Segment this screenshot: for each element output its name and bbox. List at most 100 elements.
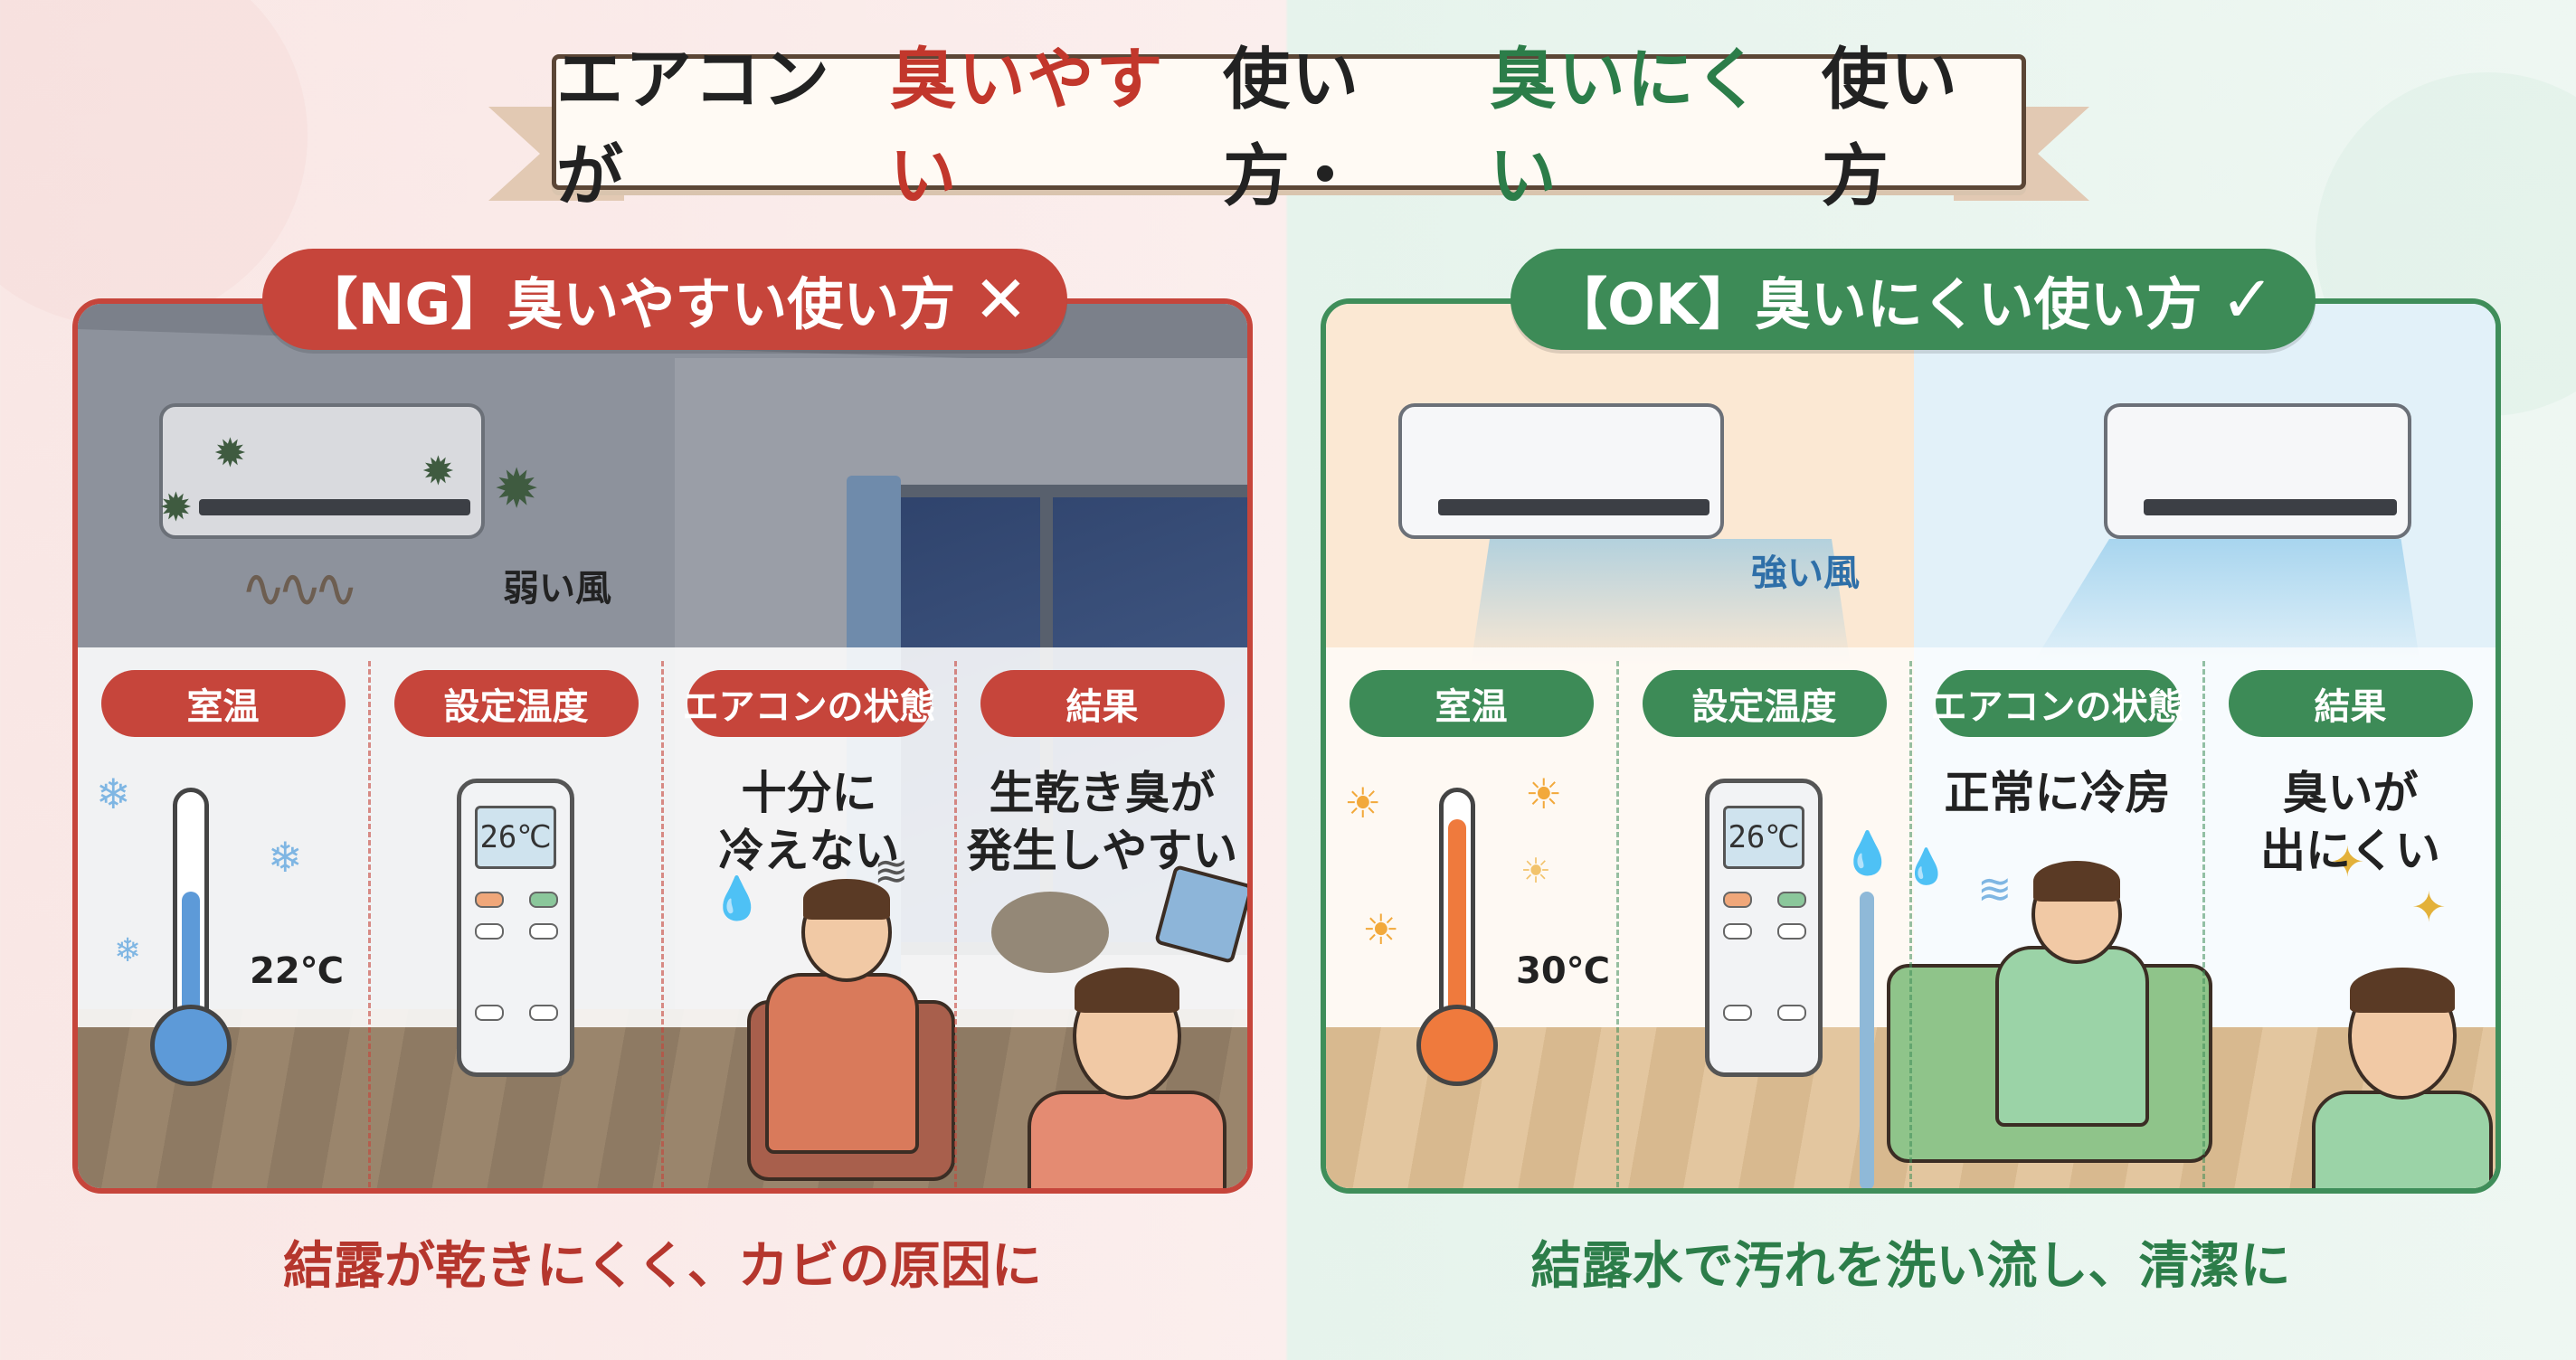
ok-info-columns: 室温 ☀ ☀ ☀ ☀ 30℃ 設定温度 26℃ エアコンの状	[1326, 661, 2496, 1188]
column-header: 室温	[100, 670, 346, 737]
ac-state-column: エアコンの状態 十分に 冷えない	[664, 661, 957, 1188]
strong-wind-icon	[2031, 539, 2420, 666]
ok-tag-label: 【OK】臭いにくい使い方	[1551, 271, 2202, 337]
thermometer-tube	[173, 788, 209, 1032]
title-part: 使い方・	[1223, 41, 1360, 215]
thermometer-fill	[182, 892, 200, 1027]
dirty-air-conditioner	[159, 403, 485, 539]
title-part: 使い方	[1821, 41, 1959, 215]
snowflake-icon: ❄	[96, 770, 131, 818]
column-header: エアコンの状態	[1931, 670, 2184, 737]
remote-button	[475, 1005, 504, 1021]
title-ng-highlight: 臭いやすい	[889, 41, 1165, 215]
mold-icon: ✹	[159, 485, 193, 531]
sun-icon: ☀	[1520, 851, 1552, 891]
person-hair	[2350, 968, 2455, 1013]
remote-button	[1777, 892, 1806, 908]
remote-button	[1777, 923, 1806, 940]
remote-control-icon: 26℃	[1705, 779, 1823, 1077]
sweat-icon: 💧	[711, 874, 763, 922]
cool-breeze-icon: ≋	[1977, 864, 2012, 913]
thermometer-bulb	[150, 1005, 232, 1086]
column-header: エアコンの状態	[683, 670, 936, 737]
thermometer-bulb	[1416, 1005, 1498, 1086]
column-header: 設定温度	[393, 670, 639, 737]
check-icon: ✓	[2220, 261, 2275, 337]
remote-button	[1723, 892, 1752, 908]
background-circle	[0, 0, 308, 326]
remote-button	[475, 923, 504, 940]
remote-button	[475, 892, 504, 908]
set-temp-column: 設定温度 26℃	[371, 661, 664, 1188]
hot-thermometer-icon	[1416, 788, 1498, 1095]
remote-button	[1777, 1005, 1806, 1021]
sparkle-icon: ✦	[2411, 883, 2447, 931]
ok-tag: 【OK】臭いにくい使い方 ✓	[1511, 249, 2316, 350]
air-conditioner	[1398, 403, 1724, 539]
mold-icon: ✹	[494, 458, 540, 521]
column-header: 結果	[980, 670, 1225, 737]
room-temp-value: 22℃	[250, 950, 345, 992]
remote-button	[1723, 1005, 1752, 1021]
title-banner: エアコンが 臭いやすい 使い方・ 臭いにくい 使い方	[488, 41, 2089, 215]
ng-panel: ✹ ✹ ✹ ✹ ∿∿∿ 弱い風 💧 ≋ 室温 ❄	[72, 298, 1253, 1194]
ng-tag-label: 【NG】臭いやすい使い方	[301, 271, 956, 337]
ac-state-text: 十分に 冷えない	[718, 767, 900, 877]
ac-state-text: 正常に冷房	[1944, 767, 2171, 819]
cross-icon: ✕	[973, 261, 1028, 337]
heat-waves-icon: ≋	[874, 846, 909, 895]
ac-vent	[1438, 499, 1709, 515]
ok-caption: 結露水で汚れを洗い流し、清潔に	[1530, 1237, 2291, 1296]
set-temp-column: 設定温度 26℃	[1619, 661, 1912, 1188]
sparkle-icon: ✦	[2330, 837, 2365, 886]
result-column: 結果 臭いが 出にくい	[2205, 661, 2496, 1188]
sun-icon: ☀	[1525, 770, 1563, 818]
odor-cloud-icon	[991, 892, 1109, 973]
remote-button	[529, 1005, 558, 1021]
room-temp-column: 室温 ☀ ☀ ☀ ☀ 30℃	[1326, 661, 1619, 1188]
person-body	[2312, 1091, 2493, 1188]
room-temp-column: 室温 ❄ ❄ ❄ 22℃	[78, 661, 371, 1188]
cold-thermometer-icon	[150, 788, 232, 1095]
remote-button	[529, 892, 558, 908]
ng-caption: 結露が乾きにくく、カビの原因に	[283, 1237, 1042, 1296]
sun-icon: ☀	[1362, 905, 1400, 954]
thermometer-tube	[1439, 788, 1475, 1032]
result-text: 生乾き臭が 発生しやすい	[966, 767, 1238, 877]
page-title: エアコンが 臭いやすい 使い方・ 臭いにくい 使い方	[552, 41, 2026, 215]
snowflake-icon: ❄	[268, 833, 303, 882]
column-header: 室温	[1349, 670, 1594, 737]
ac-vent	[199, 499, 470, 515]
snowflake-icon: ❄	[114, 932, 142, 969]
result-text: 臭いが 出にくい	[2260, 767, 2440, 877]
column-header: 設定温度	[1642, 670, 1887, 737]
weak-wind-icon: ∿∿∿	[241, 557, 359, 620]
title-ok-highlight: 臭いにくい	[1489, 41, 1764, 215]
ng-tag: 【NG】臭いやすい使い方 ✕	[262, 249, 1067, 350]
column-header: 結果	[2228, 670, 2473, 737]
remote-display: 26℃	[475, 806, 556, 869]
result-column: 結果 生乾き臭が 発生しやすい	[957, 661, 1247, 1188]
remote-button	[1723, 923, 1752, 940]
person-hair	[803, 879, 890, 920]
ac-vent	[2144, 499, 2397, 515]
person-hair	[2033, 861, 2120, 902]
title-part: エアコンが	[556, 41, 831, 215]
sun-icon: ☀	[1344, 779, 1382, 827]
ng-info-columns: 室温 ❄ ❄ ❄ 22℃ 設定温度 26℃ エアコンの状態	[78, 661, 1247, 1188]
ac-state-column: エアコンの状態 正常に冷房	[1912, 661, 2205, 1188]
air-conditioner	[2104, 403, 2411, 539]
room-temp-value: 30℃	[1516, 950, 1611, 992]
thermometer-fill	[1448, 819, 1466, 1027]
wind-label: 強い風	[1751, 552, 1860, 594]
remote-display: 26℃	[1723, 806, 1804, 869]
strong-wind-icon	[1471, 539, 1851, 666]
ng-room-scene: ✹ ✹ ✹ ✹ ∿∿∿ 弱い風 💧 ≋	[78, 304, 1247, 1188]
wind-label: 弱い風	[503, 568, 611, 609]
water-drop-icon: 💧	[1842, 828, 1894, 877]
drain-hose	[1860, 892, 1874, 1188]
mold-icon: ✹	[213, 430, 247, 477]
person-hair	[1075, 968, 1179, 1013]
person-body	[1995, 946, 2149, 1127]
mold-icon: ✹	[421, 449, 455, 495]
